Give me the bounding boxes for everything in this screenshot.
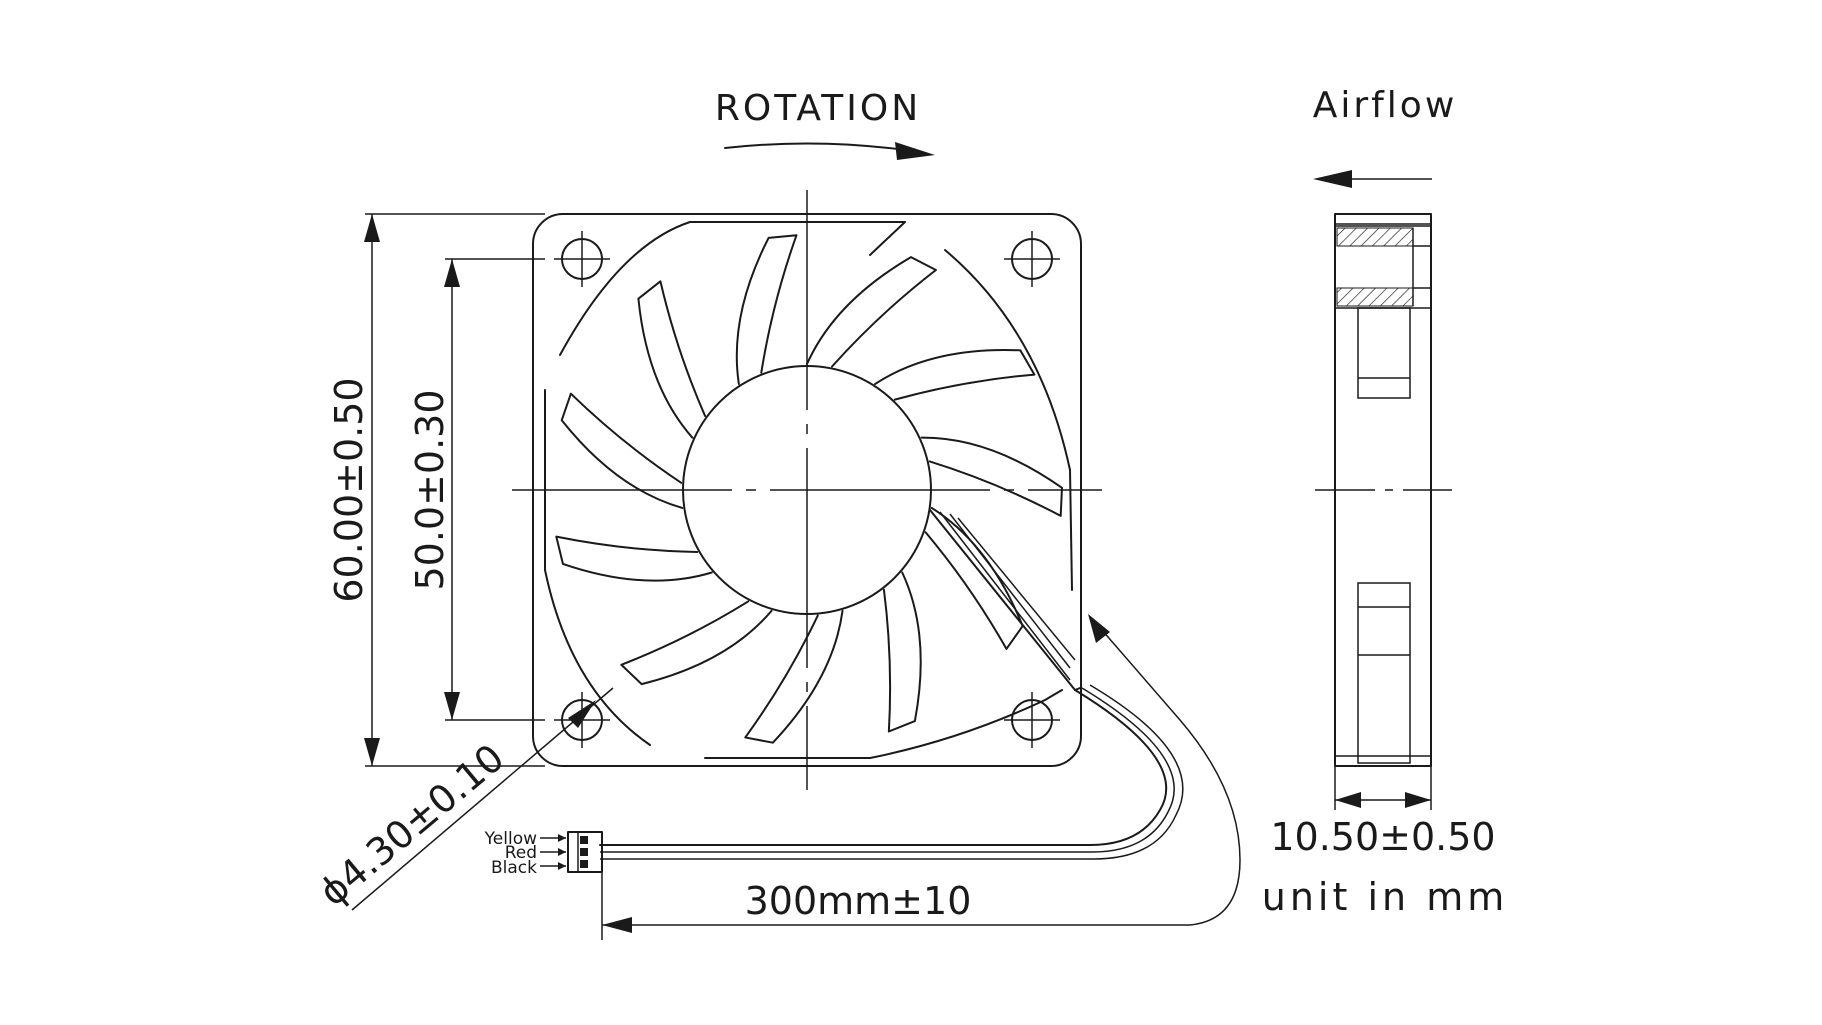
dim-hole-spacing: 50.0±0.30 (408, 258, 545, 721)
dim-cable-length: 300mm±10 (601, 614, 1241, 940)
rotation-label: ROTATION (715, 88, 921, 129)
wire-labels: Yellow Red Black (484, 829, 566, 878)
unit-label: unit in mm (1262, 875, 1508, 919)
airflow-label: Airflow (1313, 85, 1458, 126)
fan-blades (555, 234, 1063, 744)
mount-hole-tr (1004, 231, 1060, 287)
frame-size-label: 60.00±0.50 (327, 377, 371, 602)
side-view: Airflow 10.50±0.50 unit in mm (1262, 85, 1508, 919)
fan-blade (555, 535, 713, 582)
wire-label-black: Black (491, 858, 537, 878)
dim-hole-diameter: ϕ4.30±0.10 (311, 687, 614, 915)
mount-hole-tl (554, 231, 610, 287)
wire-label-yellow: Yellow (484, 829, 537, 849)
fan-blade (882, 571, 922, 733)
fan-blade (920, 436, 1063, 517)
thickness-label: 10.50±0.50 (1270, 815, 1495, 859)
rotation-indicator: ROTATION (715, 88, 935, 160)
fan-blade (874, 349, 1036, 401)
connector (567, 831, 603, 873)
fan-blade (560, 392, 684, 509)
wire-label-red: Red (505, 843, 537, 863)
mount-hole-br (1004, 692, 1060, 748)
cable (599, 684, 1184, 860)
airflow-arrow-icon (1313, 170, 1352, 188)
front-view: Yellow Red Black (484, 190, 1184, 878)
hole-spacing-label: 50.0±0.30 (408, 389, 452, 590)
fan-blade (620, 600, 773, 686)
fan-blade (637, 280, 707, 439)
fan-blade (744, 609, 844, 744)
hole-diameter-label: ϕ4.30±0.10 (311, 736, 513, 915)
dim-frame-size: 60.00±0.50 (327, 213, 545, 767)
fan-blade (735, 234, 798, 386)
cable-length-label: 300mm±10 (745, 879, 972, 923)
venturi-ring (544, 221, 1073, 759)
fan-blade (806, 256, 937, 368)
rotation-arrow-icon (895, 142, 935, 160)
wire-channel (929, 509, 1081, 691)
